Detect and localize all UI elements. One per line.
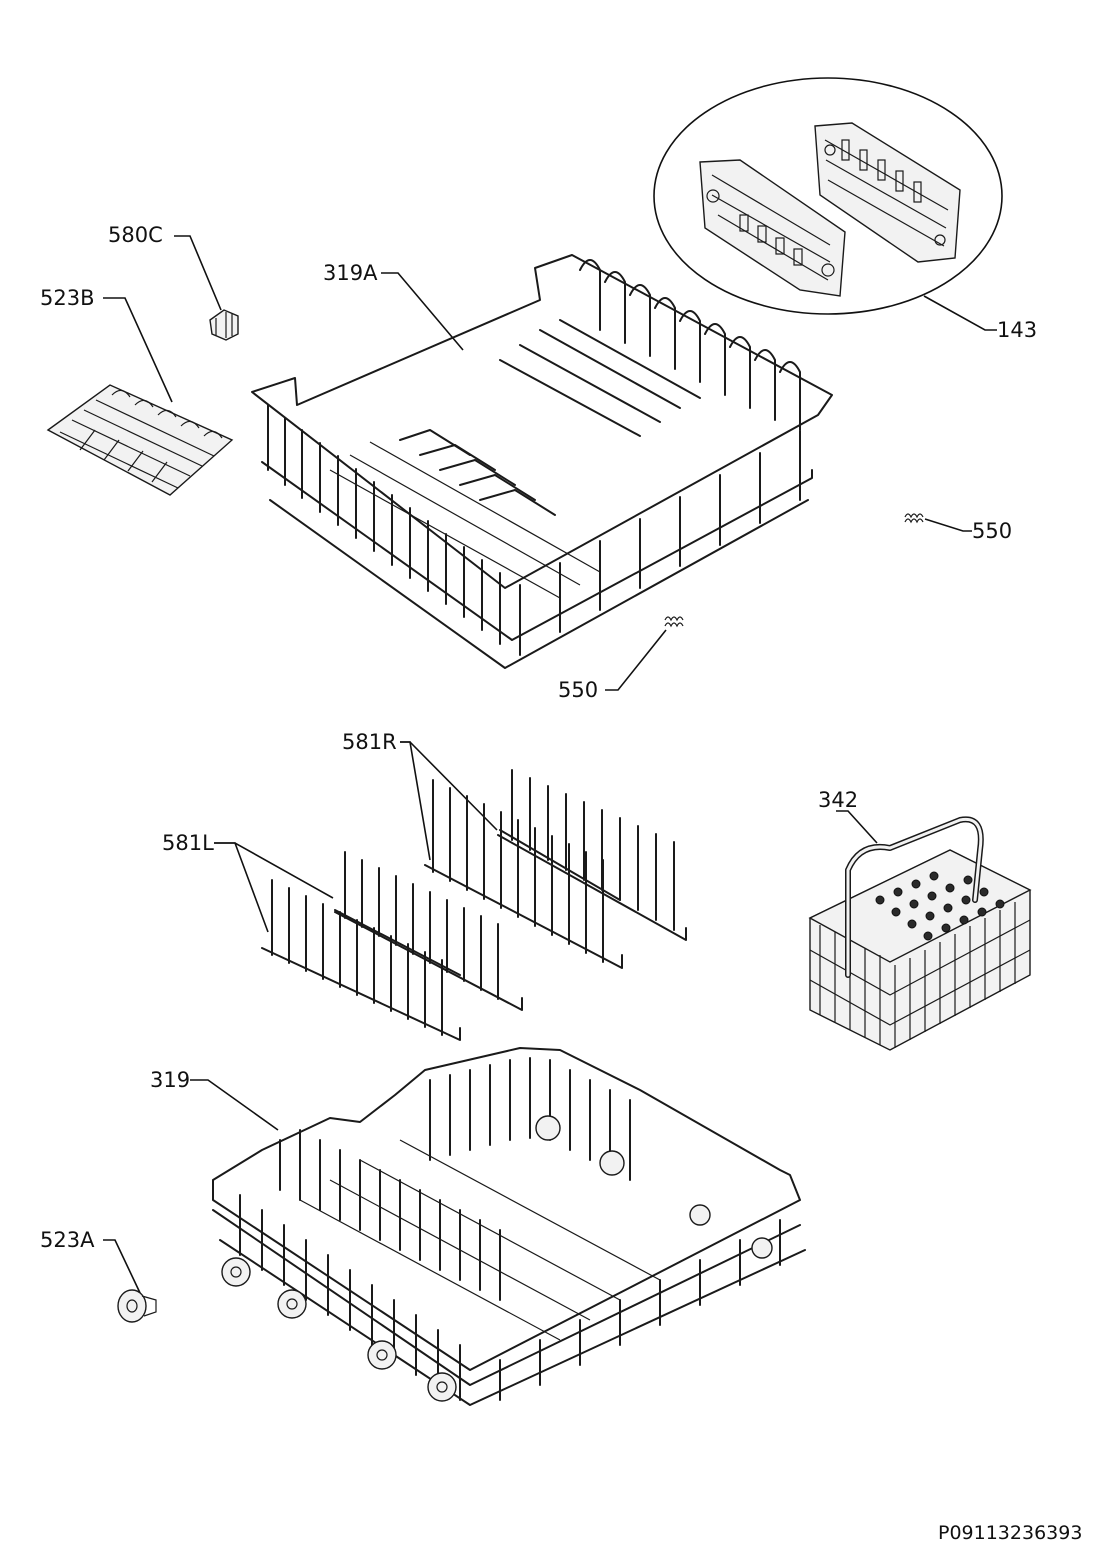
- part-550-spring-bottom: [664, 616, 684, 628]
- label-581L: 581L: [162, 831, 214, 855]
- drawing-reference-number: P09113236393: [938, 1522, 1083, 1544]
- leader-lines: [103, 235, 997, 1296]
- part-550-spring-right: [904, 513, 924, 524]
- label-143: 143: [997, 318, 1038, 342]
- label-319: 319: [150, 1068, 191, 1092]
- part-143-inset: [653, 77, 1003, 315]
- part-523A-wheel: [117, 1289, 157, 1323]
- label-523A: 523A: [40, 1228, 95, 1252]
- part-319-lower-basket: [212, 1047, 806, 1406]
- part-523B-shelf: [46, 384, 234, 496]
- label-523B: 523B: [40, 286, 95, 310]
- label-319A: 319A: [323, 261, 378, 285]
- label-550-right: 550: [972, 519, 1013, 543]
- label-581R: 581R: [342, 730, 397, 754]
- part-581L-rack: [261, 851, 523, 1041]
- label-342: 342: [818, 788, 859, 812]
- part-581R-rack: [424, 769, 687, 969]
- part-319A-upper-basket: [251, 254, 833, 669]
- label-580C: 580C: [108, 223, 163, 247]
- part-342-cutlery-basket: [808, 816, 1032, 1051]
- label-550-bottom: 550: [558, 678, 599, 702]
- part-580C-clip: [209, 309, 239, 341]
- basket-wheels: [221, 1115, 773, 1402]
